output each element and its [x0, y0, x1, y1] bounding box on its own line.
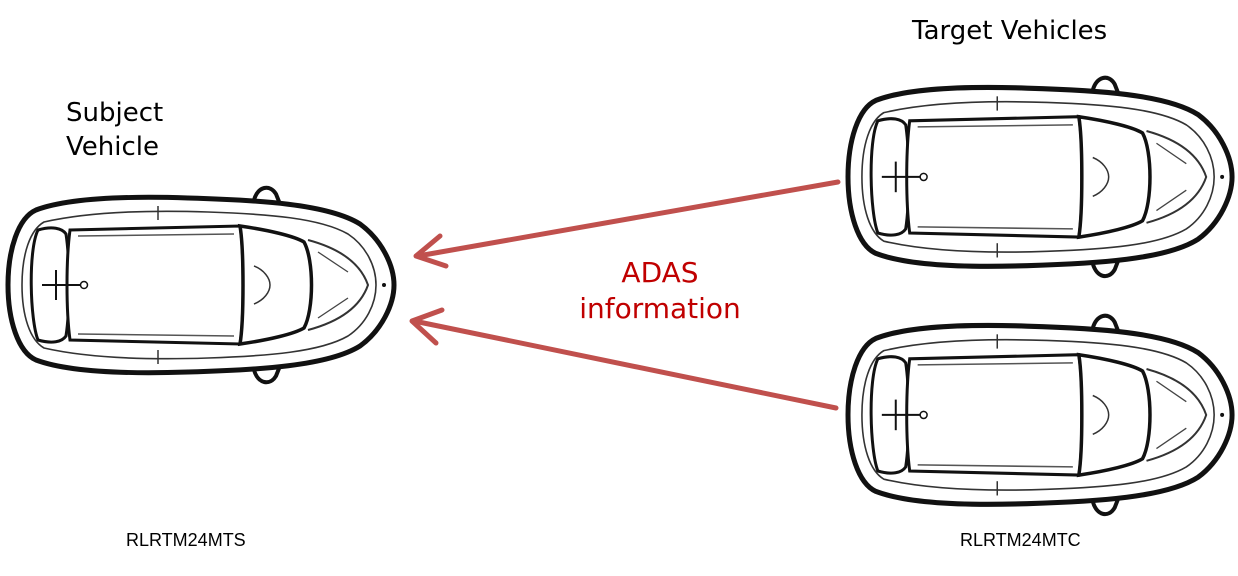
- arrow-upper: [413, 179, 841, 269]
- adas-label-line2: information: [579, 292, 741, 325]
- target-vehicle-2: [848, 316, 1232, 514]
- car-top-view-icon: [848, 78, 1232, 276]
- subject-vehicle: [8, 188, 394, 383]
- subject-vehicle-label-line2: Vehicle: [66, 132, 159, 162]
- subject-vehicle-label-line1: Subject: [66, 98, 164, 128]
- adas-information-label: ADAS information: [560, 255, 760, 327]
- target-vehicle-1: [848, 78, 1232, 276]
- target-vehicles-label: Target Vehicles: [912, 16, 1108, 46]
- subject-vehicle-label: Subject Vehicle: [66, 96, 163, 164]
- target-vehicle-code: RLRTM24MTC: [960, 530, 1081, 550]
- car-top-view-icon: [8, 188, 394, 383]
- arrow-lower: [409, 307, 839, 411]
- car-top-view-icon: [848, 316, 1232, 514]
- subject-vehicle-code: RLRTM24MTS: [126, 530, 246, 550]
- adas-label-line1: ADAS: [621, 256, 699, 289]
